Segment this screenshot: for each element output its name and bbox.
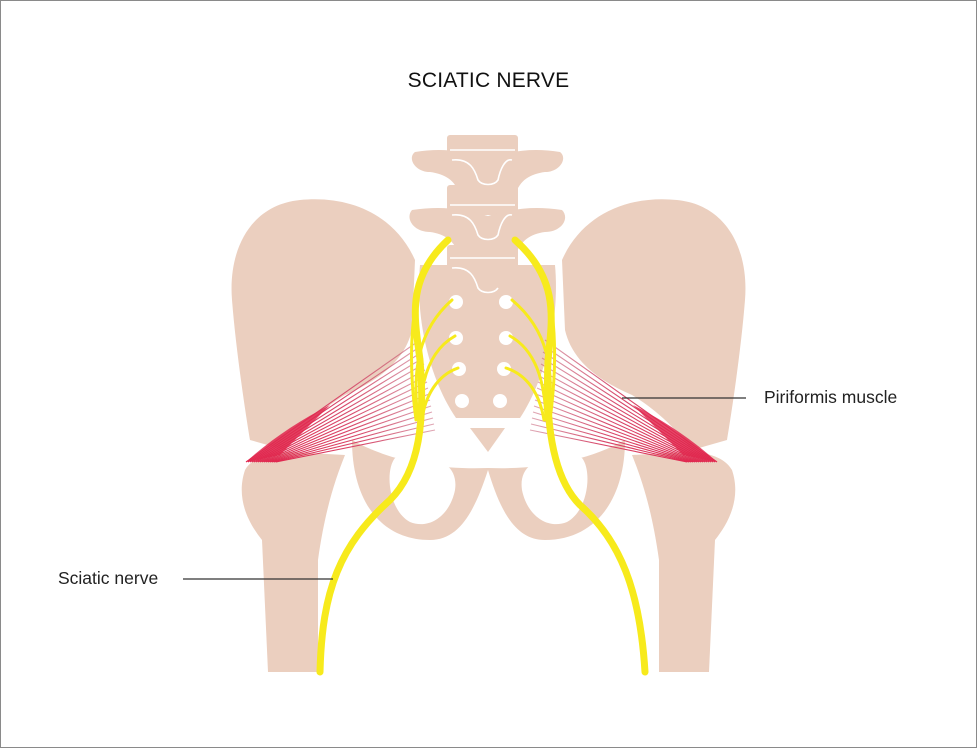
sciatic-nerve-label: Sciatic nerve bbox=[58, 568, 159, 588]
vertebra-2 bbox=[409, 208, 566, 255]
right-obturator-foramen bbox=[521, 455, 588, 525]
piriformis-muscle-label: Piriformis muscle bbox=[764, 387, 898, 407]
vertebra-body-2 bbox=[447, 185, 518, 215]
piriformis-right bbox=[529, 339, 718, 463]
bones bbox=[231, 135, 746, 672]
right-ilium bbox=[562, 199, 746, 450]
sciatic-nerve-right bbox=[504, 236, 649, 676]
right-femur bbox=[632, 452, 736, 672]
diagram-title: SCIATIC NERVE bbox=[407, 69, 570, 92]
left-femur bbox=[241, 452, 345, 672]
left-ilium bbox=[231, 199, 415, 450]
vertebra-1 bbox=[411, 150, 564, 195]
sciatic-nerve-left bbox=[316, 236, 460, 676]
